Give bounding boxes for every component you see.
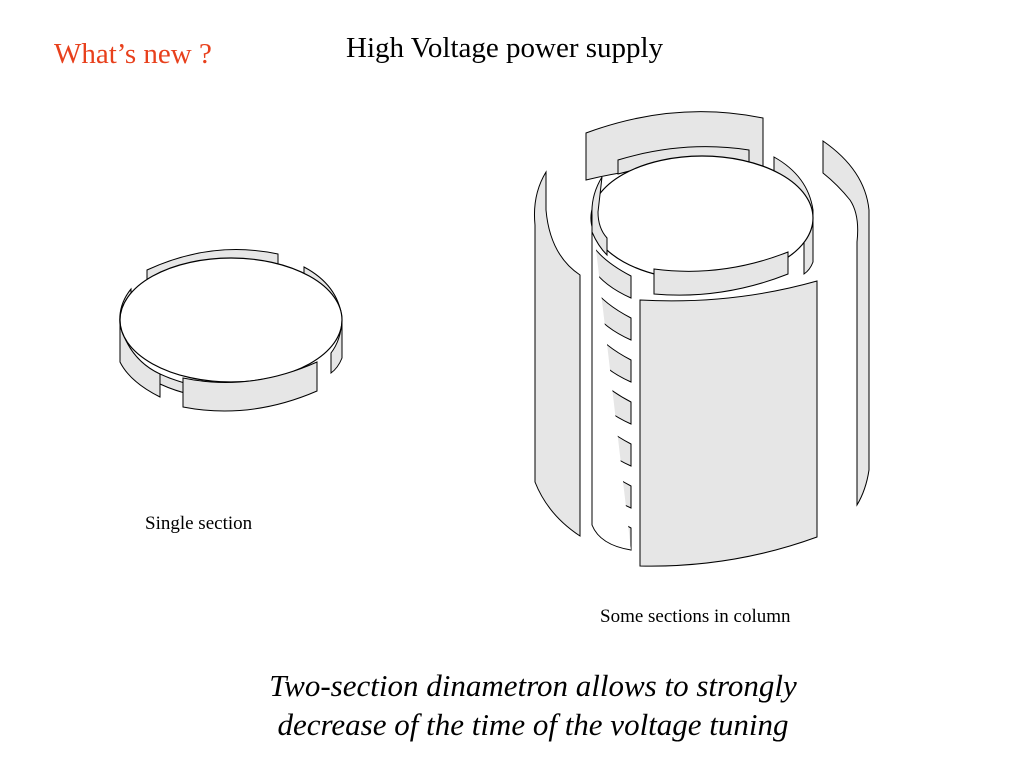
single-section-ring [119, 249, 343, 412]
column-stack-outline [591, 215, 632, 551]
column-plate-left [534, 170, 581, 537]
column-plate-front [639, 280, 818, 567]
footer-caption-line-1: Two-section dinametron allows to strongl… [269, 668, 797, 703]
column-top-front-plate [653, 251, 789, 296]
single-section-label: Single section [145, 513, 253, 534]
column-sections [534, 111, 870, 567]
whats-new-heading: What’s new ? [54, 38, 212, 70]
single-plate-right [330, 319, 343, 374]
footer-caption-line-2: decrease of the time of the voltage tuni… [277, 707, 789, 742]
column-top-left-plate [591, 176, 608, 257]
single-plate-front [182, 361, 318, 412]
column-sections-label: Some sections in column [600, 606, 791, 627]
footer-caption: Two-section dinametron allows to strongl… [160, 666, 906, 744]
column-plate-right [822, 140, 870, 507]
page-title: High Voltage power supply [346, 32, 664, 64]
